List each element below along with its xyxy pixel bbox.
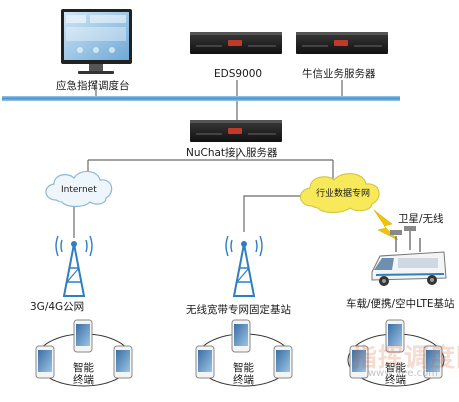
eds-label: EDS9000 xyxy=(214,68,263,80)
nuchat-server-icon xyxy=(190,120,282,142)
phone-icon xyxy=(113,345,133,379)
console-label: 应急指挥调度台 xyxy=(56,80,130,92)
backbone-bus xyxy=(2,96,400,101)
tower-3g4g-label: 3G/4G公网 xyxy=(30,301,85,313)
niuxin-label: 牛信业务服务器 xyxy=(302,68,376,80)
industry-wideband-link xyxy=(243,195,306,232)
terminal-group-1 xyxy=(35,319,133,387)
tower-wideband-icon xyxy=(225,235,263,297)
tower-vehicle-label: 车载/便携/空中LTE基站 xyxy=(346,298,455,310)
phone-icon xyxy=(385,319,405,353)
satellite-label: 卫星/无线 xyxy=(398,213,444,225)
tower-3g4g-icon xyxy=(55,235,93,297)
console-monitor-icon xyxy=(61,9,132,74)
nuchat-label: NuChat接入服务器 xyxy=(186,147,278,159)
lightning-icon xyxy=(373,209,399,241)
tower-wideband-label: 无线宽带专网固定基站 xyxy=(186,304,291,316)
phone-icon xyxy=(423,345,443,379)
phone-icon xyxy=(73,319,93,353)
terminal-label-3: 智能 终端 xyxy=(385,362,406,386)
phone-icon xyxy=(349,345,369,379)
terminal-group-2 xyxy=(195,319,293,387)
internet-cloud-icon xyxy=(45,170,113,208)
phone-icon xyxy=(195,345,215,379)
vehicle-lte-icon xyxy=(371,226,447,286)
phone-icon xyxy=(273,345,293,379)
terminal-label-2: 智能 终端 xyxy=(233,362,254,386)
watermark-url: www.9ee.com xyxy=(368,368,438,379)
internet-label: Internet xyxy=(61,185,97,195)
terminal-group-3 xyxy=(347,319,445,387)
industry-net-label: 行业数据专网 xyxy=(316,189,371,199)
phone-icon xyxy=(231,319,251,353)
niuxin-server-icon xyxy=(296,32,388,54)
eds-server-icon xyxy=(190,32,282,54)
industry-network-cloud-icon xyxy=(300,173,380,213)
watermark: 指挥调度网 xyxy=(352,343,459,372)
phone-icon xyxy=(35,345,55,379)
terminal-label-1: 智能 终端 xyxy=(73,362,94,386)
